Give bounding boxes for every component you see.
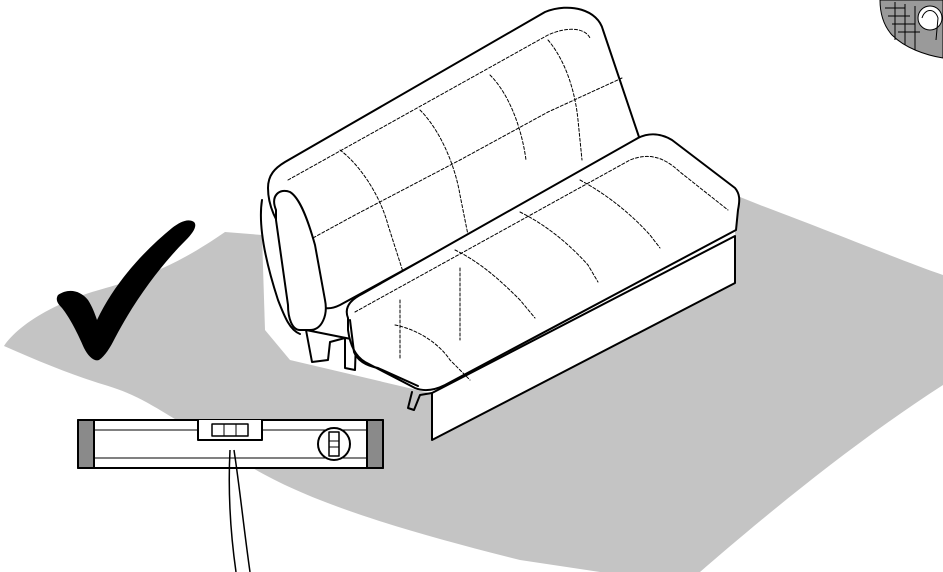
checkmark-icon bbox=[56, 220, 196, 361]
callout-leader bbox=[228, 449, 251, 572]
level-end-cap-right bbox=[366, 419, 384, 469]
spirit-level-icon bbox=[77, 419, 384, 469]
backrest-stitching bbox=[287, 28, 623, 276]
level-end-cap-left bbox=[77, 419, 95, 469]
detail-inset-icon bbox=[879, 0, 943, 59]
sofa-seat bbox=[345, 133, 741, 392]
sofa-side-roll-inner bbox=[259, 199, 301, 335]
sofa-base-panel bbox=[431, 235, 736, 441]
sofa-side-roll bbox=[273, 190, 327, 331]
sofa-seat-front-edge bbox=[349, 319, 419, 387]
sofa-leg-front bbox=[407, 391, 433, 411]
seat-stitching bbox=[354, 156, 729, 381]
sofa-bed-icon bbox=[259, 6, 741, 441]
